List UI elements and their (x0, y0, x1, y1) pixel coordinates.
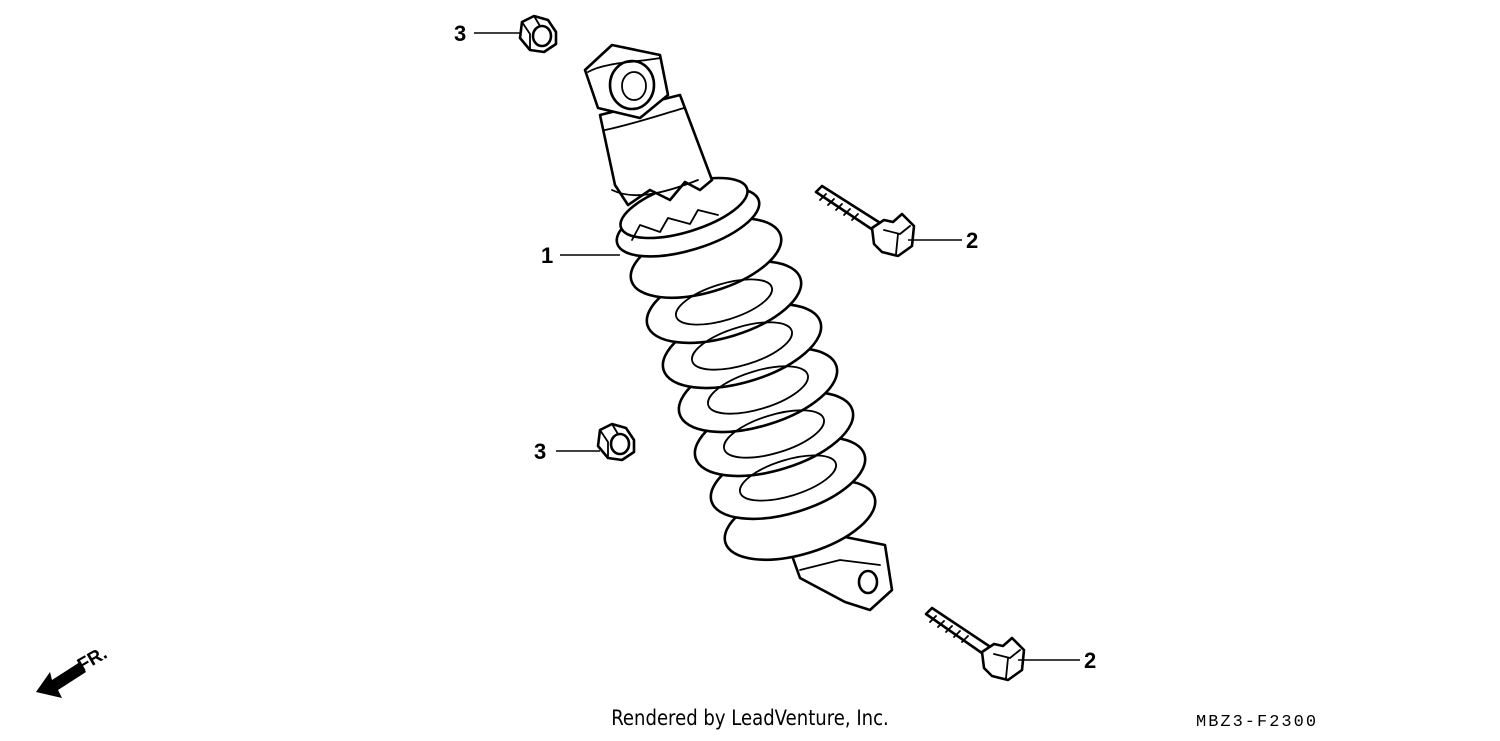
callout-number-shock-absorber[interactable]: 1 (541, 243, 553, 268)
render-credit: Rendered by LeadVenture, Inc. (611, 706, 889, 730)
callout-number-bolt-upper[interactable]: 2 (966, 228, 978, 253)
upper-nut-drawing[interactable] (518, 14, 558, 54)
shock-absorber-drawing[interactable] (583, 43, 894, 612)
coil-spring (629, 216, 877, 562)
front-direction-indicator: FR. (36, 643, 111, 698)
lower-bolt-drawing[interactable] (924, 606, 1026, 682)
callout-number-nut-upper[interactable]: 3 (454, 21, 466, 46)
upper-bolt-drawing[interactable] (814, 184, 916, 258)
callout-number-nut-lower[interactable]: 3 (534, 439, 546, 464)
lower-nut-drawing[interactable] (596, 422, 636, 462)
callout-number-bolt-lower[interactable]: 2 (1084, 648, 1096, 673)
front-arrow-icon (36, 662, 86, 698)
diagram-code: MBZ3-F2300 (1196, 713, 1319, 732)
